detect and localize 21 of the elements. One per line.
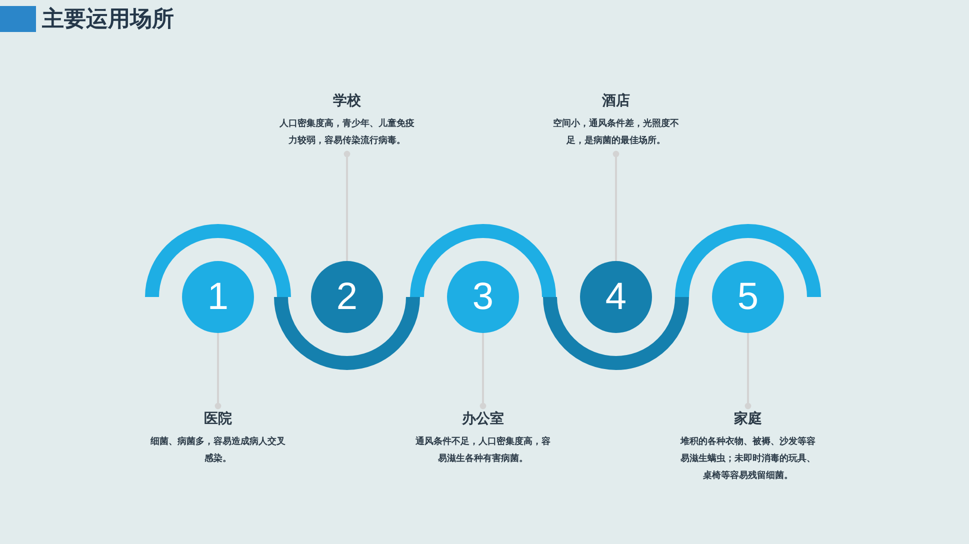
number-circle: 5	[712, 261, 784, 333]
place-description: 通风条件不足，人口密集度高，容易滋生各种有害病菌。	[414, 435, 552, 466]
place-description: 细菌、病菌多，容易造成病人交叉感染。	[149, 435, 286, 466]
place-heading: 医院	[203, 410, 233, 428]
page-title: 主要运用场所	[42, 6, 174, 34]
leader-line	[744, 333, 752, 410]
number-circle: 4	[580, 261, 652, 333]
place-description: 堆积的各种衣物、被褥、沙发等容易滋生螨虫；未即时消毒的玩具、桌椅等容易残留细菌。	[679, 435, 816, 483]
place-heading: 家庭	[733, 410, 763, 428]
place-description: 人口密集度高，青少年、儿童免疫力较弱，容易传染流行病毒。	[278, 117, 416, 148]
leader-line	[480, 333, 486, 410]
number-circle: 1	[182, 261, 254, 333]
number-circle: 3	[447, 261, 519, 333]
place-heading: 办公室	[460, 410, 505, 428]
place-description: 空间小，通风条件差，光照度不足，是病菌的最佳场所。	[552, 117, 680, 148]
number-circle: 2	[311, 261, 383, 333]
leader-line	[214, 333, 222, 410]
place-heading: 学校	[332, 92, 362, 110]
place-heading: 酒店	[601, 92, 631, 110]
leader-line	[612, 150, 620, 261]
leader-line	[344, 150, 350, 261]
